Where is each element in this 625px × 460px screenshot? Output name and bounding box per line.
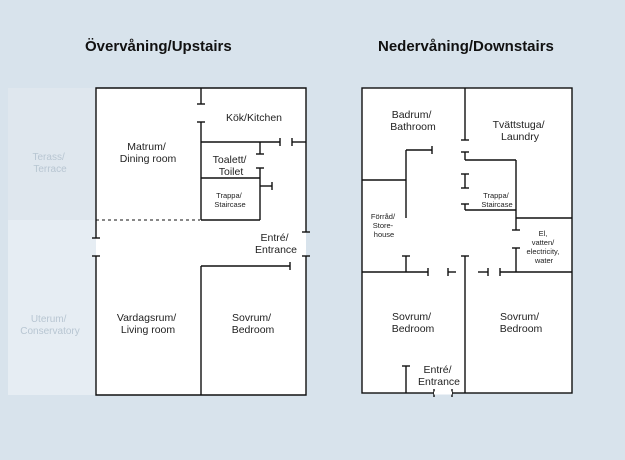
label-bedroom-downstairs-right: Sovrum/ Bedroom <box>500 311 543 335</box>
label-entrance-upstairs: Entré/ Entrance <box>255 232 297 256</box>
label-bedroom-upstairs: Sovrum/ Bedroom <box>232 312 275 336</box>
label-living-room: Vardagsrum/ Living room <box>117 312 179 336</box>
label-electricity-water: El, vatten/ electricity, water <box>527 229 562 265</box>
label-bedroom-downstairs-left: Sovrum/ Bedroom <box>392 311 435 335</box>
conservatory-area <box>8 220 96 395</box>
label-staircase-downstairs: Trappa/ Staircase <box>481 191 512 209</box>
label-storehouse: Förråd/ Store- house <box>371 212 397 239</box>
label-toilet: Toalett/ Toilet <box>213 154 250 178</box>
label-laundry: Tvättstuga/ Laundry <box>493 119 548 143</box>
label-kitchen: Kök/Kitchen <box>226 112 282 124</box>
label-dining-room: Matrum/ Dining room <box>120 141 177 165</box>
label-terrace: Terass/ Terrace <box>32 152 67 175</box>
label-conservatory: Uterum/ Conservatory <box>20 314 79 337</box>
terrace-area <box>8 88 96 220</box>
label-staircase-upstairs: Trappa/ Staircase <box>214 191 245 209</box>
downstairs-title: Nedervåning/Downstairs <box>378 38 554 55</box>
upstairs-title: Övervåning/Upstairs <box>85 38 232 55</box>
downstairs-walls <box>361 87 573 397</box>
label-entrance-downstairs: Entré/ Entrance <box>418 364 460 388</box>
label-bathroom: Badrum/ Bathroom <box>390 109 436 133</box>
upstairs-walls <box>92 87 310 396</box>
